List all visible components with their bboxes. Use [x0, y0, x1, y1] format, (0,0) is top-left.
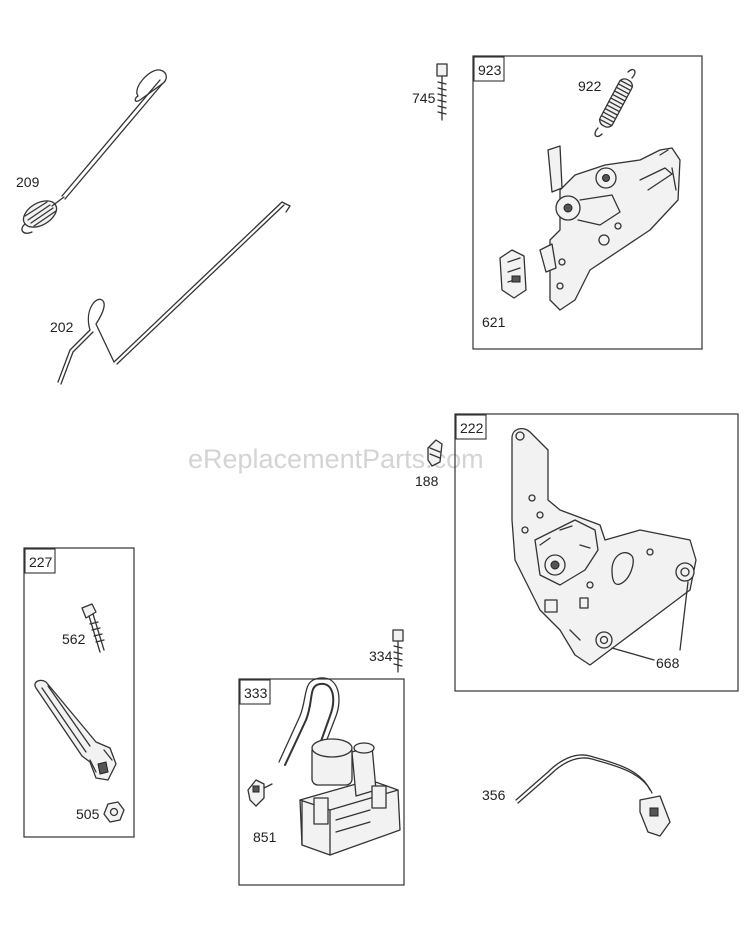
assembly-333-box: [238, 678, 405, 886]
part-922-spring: [594, 68, 636, 138]
label-209: 209: [16, 174, 40, 190]
part-851-terminal: [247, 779, 273, 807]
part-334-screw: [392, 629, 404, 673]
assembly-227-box: [23, 547, 135, 838]
label-505: 505: [76, 806, 100, 822]
part-188-screw: [427, 439, 443, 467]
part-356-ground-wire: [515, 754, 671, 837]
part-505-nut: [103, 801, 125, 823]
part-333-armature: [278, 677, 401, 856]
label-333: 333: [244, 685, 268, 701]
assembly-923-box: [472, 55, 703, 350]
label-621: 621: [482, 314, 506, 330]
label-356: 356: [482, 787, 506, 803]
label-227: 227: [29, 554, 53, 570]
label-188: 188: [415, 473, 439, 489]
label-851: 851: [253, 829, 277, 845]
part-562-bolt: [81, 603, 105, 653]
label-745: 745: [412, 90, 436, 106]
label-922: 922: [578, 78, 602, 94]
part-209-governor-spring: [21, 69, 167, 234]
part-227-lever: [34, 679, 117, 781]
label-923: 923: [478, 62, 502, 78]
label-202: 202: [50, 319, 74, 335]
assembly-222-box: [454, 413, 739, 692]
label-222: 222: [460, 420, 484, 436]
label-668: 668: [656, 655, 680, 671]
part-745-screw: [436, 63, 448, 121]
part-621-clip: [499, 249, 527, 299]
part-923-control-bracket: [539, 145, 681, 311]
label-562: 562: [62, 631, 86, 647]
label-334: 334: [369, 648, 393, 664]
leader-668: [611, 581, 689, 661]
part-222-bracket-plate: [511, 427, 697, 666]
part-202-governor-link: [57, 201, 291, 385]
